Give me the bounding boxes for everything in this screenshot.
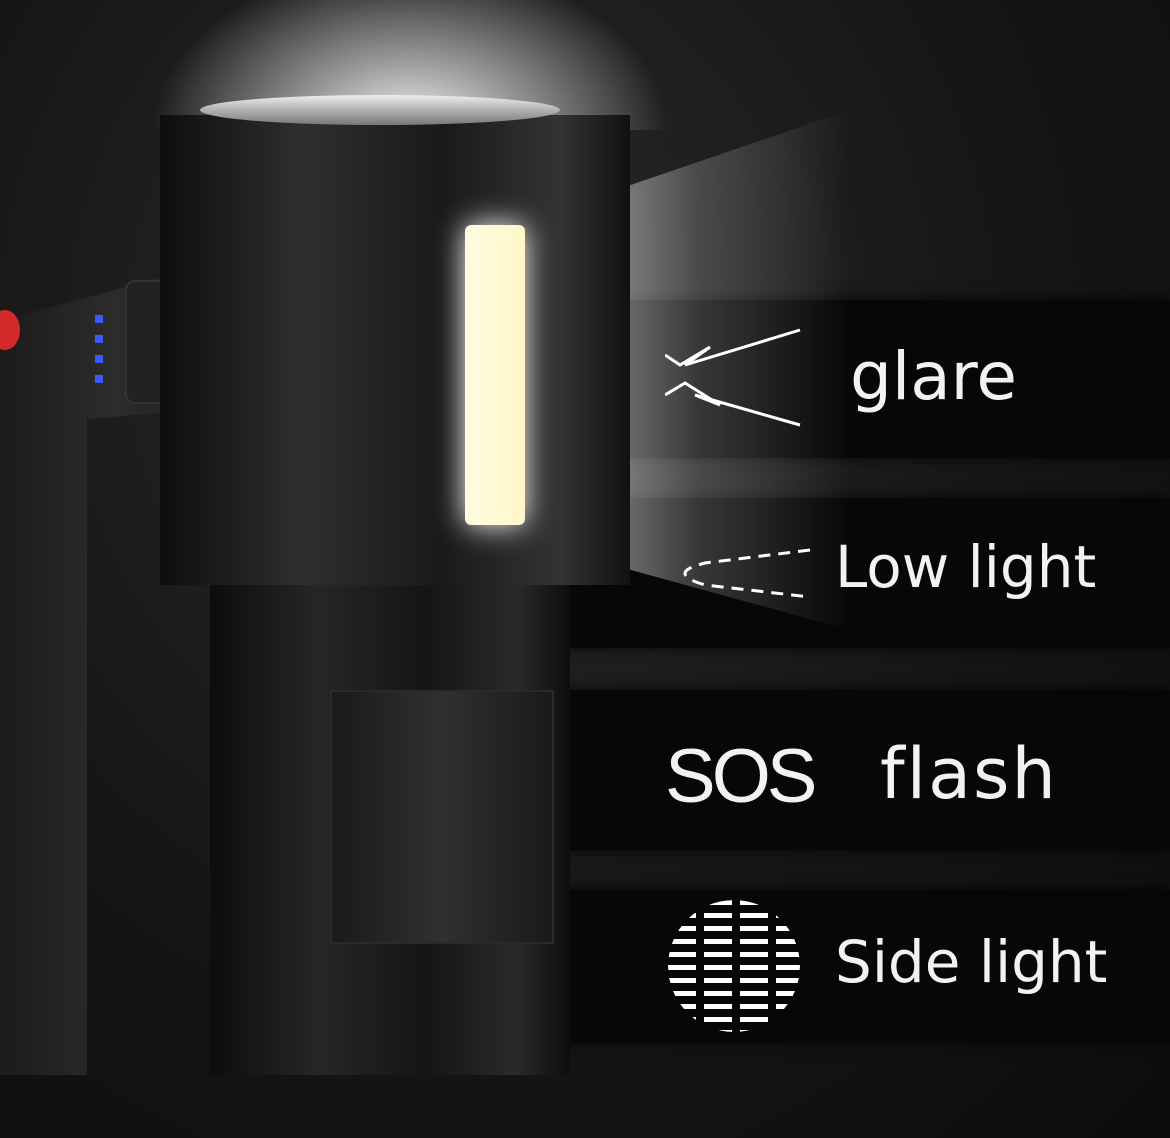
flashlight-head bbox=[160, 115, 630, 585]
cob-side-light bbox=[465, 225, 525, 525]
feature-label-flash: flash bbox=[880, 733, 1058, 815]
battery-indicator bbox=[95, 315, 103, 395]
led-lens bbox=[200, 95, 560, 125]
power-button bbox=[0, 310, 20, 350]
feature-row-side-light bbox=[560, 890, 1170, 1042]
feature-label-glare: glare bbox=[850, 338, 1017, 415]
feature-label-low-light: Low light bbox=[835, 533, 1097, 601]
zigzag-lightning-icon bbox=[665, 328, 801, 427]
dashed-beam-icon bbox=[683, 548, 811, 599]
body-panel bbox=[330, 690, 554, 944]
feature-label-side-light: Side light bbox=[835, 928, 1108, 996]
striped-circle-icon bbox=[668, 900, 800, 1032]
sos-text-icon: SOS bbox=[665, 734, 817, 819]
feature-row-sos-flash bbox=[560, 690, 1170, 850]
